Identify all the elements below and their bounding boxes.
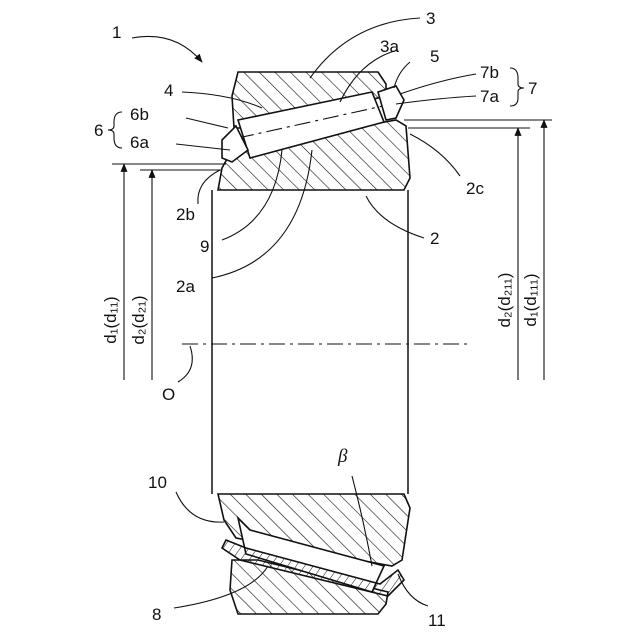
label-2c: 2c bbox=[466, 179, 484, 198]
label-3a: 3a bbox=[380, 37, 399, 56]
label-3: 3 bbox=[426, 9, 435, 28]
label-7a: 7a bbox=[480, 87, 499, 106]
leader-7b bbox=[400, 74, 476, 94]
label-d2-right: d₂(d₂₁₁) bbox=[495, 273, 514, 328]
label-beta: β bbox=[337, 446, 348, 467]
bracket-7 bbox=[510, 68, 524, 106]
label-6b: 6b bbox=[130, 105, 149, 124]
label-2: 2 bbox=[430, 229, 439, 248]
leader-1 bbox=[132, 36, 202, 62]
leader-10 bbox=[176, 492, 224, 522]
leader-2c bbox=[410, 134, 460, 176]
label-d2-left: d₂(d₂₁) bbox=[129, 295, 148, 344]
label-2b: 2b bbox=[176, 205, 195, 224]
label-5: 5 bbox=[430, 47, 439, 66]
leader-2 bbox=[366, 196, 424, 238]
label-7b: 7b bbox=[480, 63, 499, 82]
leader-7a bbox=[396, 96, 476, 104]
label-6: 6 bbox=[94, 121, 103, 140]
leader-2b bbox=[198, 170, 220, 204]
label-d1-left: d₁(d₁₁) bbox=[101, 296, 120, 343]
label-2a: 2a bbox=[176, 277, 195, 296]
label-1: 1 bbox=[112, 23, 121, 42]
label-6a: 6a bbox=[130, 133, 149, 152]
leader-5 bbox=[394, 62, 410, 88]
leader-O bbox=[178, 346, 192, 382]
bracket-6 bbox=[108, 112, 122, 148]
label-d1-right: d₁(d₁₁₁) bbox=[521, 273, 540, 326]
label-8: 8 bbox=[152, 605, 161, 624]
label-11: 11 bbox=[428, 611, 446, 630]
label-O: O bbox=[162, 385, 175, 404]
label-7: 7 bbox=[528, 79, 537, 98]
leader-6b bbox=[186, 118, 228, 128]
label-4: 4 bbox=[164, 81, 173, 100]
label-10: 10 bbox=[148, 473, 167, 492]
label-9: 9 bbox=[200, 237, 209, 256]
